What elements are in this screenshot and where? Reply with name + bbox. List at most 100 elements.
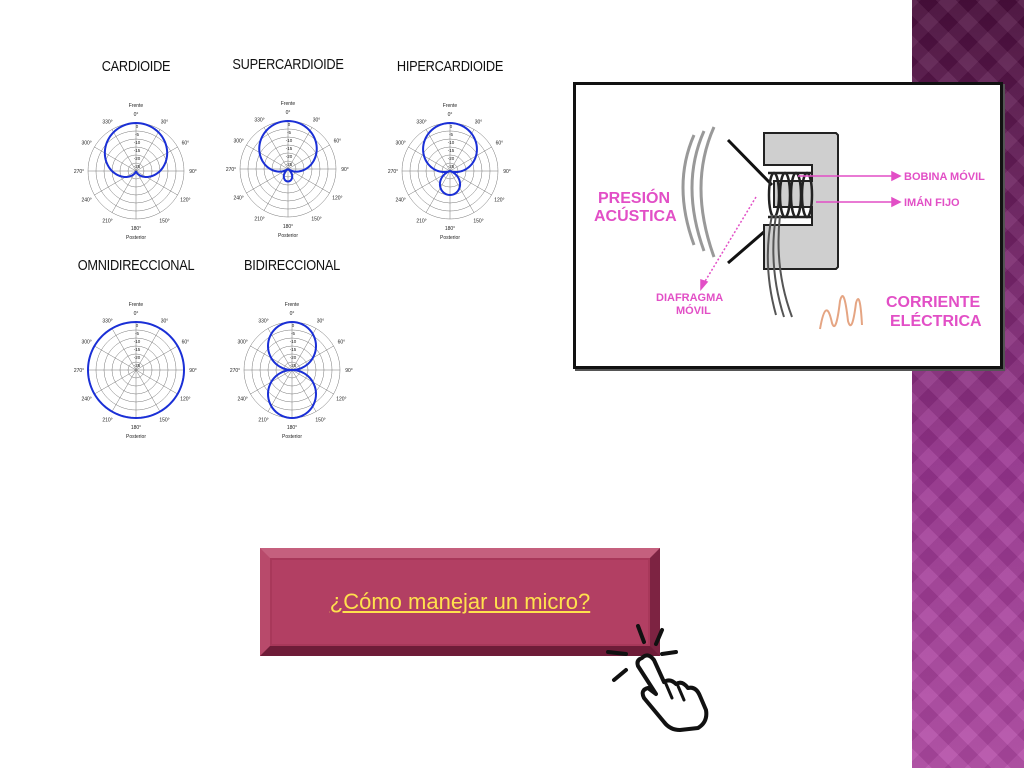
db-label: -20 <box>286 154 293 159</box>
angle-label: 180° <box>283 224 293 230</box>
acoustic-pressure-label: PRESIÓN <box>598 188 670 207</box>
angle-label: 0° <box>134 112 139 118</box>
angle-label: 30° <box>475 120 483 126</box>
db-label: -25 <box>290 363 297 368</box>
polar-plot: 0°30°60°90°120°150°180°210°240°270°300°3… <box>74 302 197 440</box>
angle-label: 270° <box>226 167 236 173</box>
db-label: 0 <box>136 124 139 129</box>
angle-label: 180° <box>445 226 455 232</box>
polar-grid <box>87 321 185 419</box>
angle-label: 240° <box>81 198 91 204</box>
polar-title: HIPERCARDIOIDE <box>396 58 504 75</box>
angle-label: 210° <box>102 417 112 423</box>
sound-waves <box>681 126 716 258</box>
angle-label: 150° <box>315 417 325 423</box>
angle-label: 150° <box>159 417 169 423</box>
db-label: -20 <box>290 355 297 360</box>
angle-label: 90° <box>189 169 197 175</box>
angle-label: 210° <box>258 417 268 423</box>
rear-label: Posterior <box>126 434 146 440</box>
angle-label: 330° <box>258 319 268 325</box>
pattern-curve <box>86 320 186 420</box>
front-label: Frente <box>281 101 296 107</box>
moving-coil <box>767 171 814 219</box>
angle-label: 240° <box>395 198 405 204</box>
how-to-use-mic-link[interactable]: ¿Cómo manejar un micro? <box>329 589 591 614</box>
polar-plot: 0°30°60°90°120°150°180°210°240°270°300°3… <box>226 101 349 239</box>
angle-label: 330° <box>254 118 264 124</box>
diaphragm-label: DIAFRAGMA <box>656 292 723 304</box>
polar-omnidirectional: OMNIDIRECCIONAL 0°30°60°90°120°150°180°2… <box>56 257 216 447</box>
db-label: -20 <box>134 156 141 161</box>
front-label: Frente <box>285 302 300 308</box>
db-label: -25 <box>448 164 455 169</box>
rear-label: Posterior <box>278 233 298 239</box>
db-label: -25 <box>134 164 141 169</box>
angle-label: 60° <box>182 340 190 346</box>
acoustic-pressure-label-2: ACÚSTICA <box>594 206 677 225</box>
angle-label: 150° <box>311 216 321 222</box>
angle-label: 30° <box>161 319 169 325</box>
angle-label: 300° <box>81 141 91 147</box>
rear-label: Posterior <box>282 434 302 440</box>
db-label: -20 <box>448 156 455 161</box>
angle-label: 120° <box>180 397 190 403</box>
db-label: 0 <box>450 124 453 129</box>
db-label: -5 <box>287 130 291 135</box>
diaphragm-line-top <box>726 138 774 187</box>
polar-supercardioid: SUPERCARDIOIDE 0°30°60°90°120°150°180°21… <box>208 56 368 246</box>
fixed-magnet-label: IMÁN FIJO <box>904 196 960 209</box>
angle-label: 300° <box>237 340 247 346</box>
angle-label: 210° <box>254 216 264 222</box>
db-label: -15 <box>134 347 141 352</box>
how-to-use-mic-link-button[interactable]: ¿Cómo manejar un micro? <box>260 548 660 656</box>
pattern-curve <box>103 121 169 179</box>
angle-label: 270° <box>230 368 240 374</box>
angle-label: 210° <box>416 218 426 224</box>
current-label: CORRIENTE <box>886 294 981 311</box>
angle-label: 60° <box>496 141 504 147</box>
angle-label: 240° <box>81 397 91 403</box>
front-label: Frente <box>443 103 458 109</box>
moving-coil-label: BOBINA MÓVIL <box>904 170 985 183</box>
angle-label: 0° <box>134 311 139 317</box>
angle-label: 330° <box>102 120 112 126</box>
angle-label: 120° <box>332 196 342 202</box>
rear-label: Posterior <box>440 235 460 241</box>
db-label: -5 <box>291 331 295 336</box>
angle-label: 90° <box>189 368 197 374</box>
angle-label: 150° <box>473 218 483 224</box>
angle-label: 30° <box>313 118 321 124</box>
angle-label: 180° <box>287 425 297 431</box>
rear-label: Posterior <box>126 235 146 241</box>
signal-wave <box>819 295 863 330</box>
angle-label: 30° <box>161 120 169 126</box>
db-label: -5 <box>135 331 139 336</box>
polar-plot: 0°30°60°90°120°150°180°210°240°270°300°3… <box>74 103 197 241</box>
angle-label: 90° <box>345 368 353 374</box>
current-label-2: ELÉCTRICA <box>890 311 982 330</box>
angle-label: 270° <box>74 368 84 374</box>
angle-label: 300° <box>395 141 405 147</box>
angle-label: 270° <box>388 169 398 175</box>
polar-cardioid: CARDIOIDE 0°30°60°90°120°150°180°210°240… <box>56 58 216 248</box>
polar-grid <box>87 122 185 220</box>
diaphragm-label-2: MÓVIL <box>676 304 711 317</box>
angle-label: 240° <box>237 397 247 403</box>
db-label: -15 <box>134 148 141 153</box>
angle-label: 120° <box>336 397 346 403</box>
db-label: -10 <box>134 140 141 145</box>
click-hand-icon <box>606 624 709 732</box>
angle-label: 180° <box>131 425 141 431</box>
db-label: -15 <box>286 146 293 151</box>
angle-label: 300° <box>81 340 91 346</box>
angle-label: 120° <box>180 198 190 204</box>
polar-title: CARDIOIDE <box>101 58 171 75</box>
polar-bidirectional: BIDIRECCIONAL 0°30°60°90°120°150°180°210… <box>212 257 372 447</box>
db-label: 0 <box>292 323 295 328</box>
polar-title: SUPERCARDIOIDE <box>232 56 344 73</box>
angle-label: 90° <box>341 167 349 173</box>
polar-plot: 0°30°60°90°120°150°180°210°240°270°300°3… <box>388 103 511 241</box>
db-label: 0 <box>288 122 291 127</box>
db-label: -10 <box>286 138 293 143</box>
